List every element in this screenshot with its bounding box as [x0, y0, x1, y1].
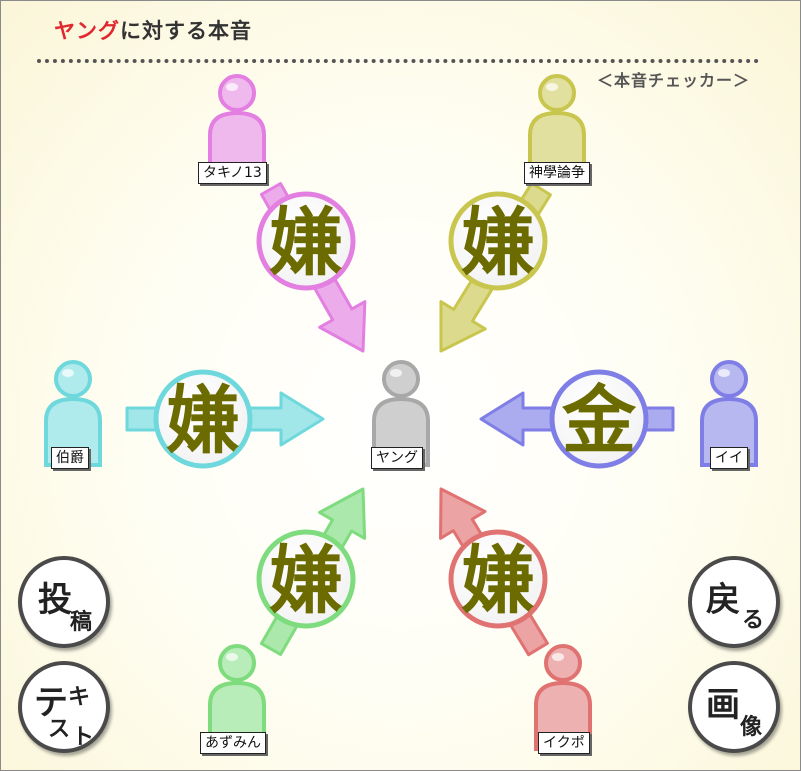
- image-char-1: 画: [706, 685, 740, 725]
- back-char-1: 戻: [706, 580, 740, 620]
- text-char-4: ト: [72, 725, 95, 750]
- emotion-azumin-char: 嫌: [269, 538, 343, 624]
- title-rest: に対する本音: [120, 19, 252, 43]
- text-char-3: ス: [48, 717, 71, 742]
- title-divider: [37, 59, 759, 63]
- back-char-2: る: [742, 608, 765, 633]
- image-char-2: 像: [740, 715, 763, 740]
- emotion-shingaku[interactable]: 嫌: [448, 191, 548, 291]
- user-label-shingaku[interactable]: 神學論争: [524, 162, 590, 184]
- post-char-2: 稿: [70, 610, 93, 635]
- emotion-hakushaku-char: 嫌: [166, 378, 240, 464]
- page-title: ヤングに対する本音: [54, 15, 252, 45]
- emotion-ii-char: 金: [562, 378, 637, 464]
- text-char-1: テ: [34, 683, 68, 723]
- title-name: ヤング: [54, 19, 120, 43]
- text-button[interactable]: テ キ ス ト: [18, 661, 110, 753]
- emotion-takino[interactable]: 嫌: [256, 191, 356, 291]
- emotion-hakushaku[interactable]: 嫌: [153, 369, 253, 469]
- image-button[interactable]: 画 像: [688, 661, 780, 753]
- emotion-ikupo-char: 嫌: [461, 538, 535, 624]
- center-label[interactable]: ヤング: [371, 447, 423, 469]
- user-label-ii[interactable]: イイ: [710, 447, 748, 469]
- emotion-ii[interactable]: 金: [549, 369, 649, 469]
- user-label-azumin[interactable]: あずみん: [200, 732, 266, 754]
- user-label-takino[interactable]: タキノ13: [198, 162, 267, 184]
- post-char-1: 投: [38, 580, 72, 620]
- text-char-2: キ: [68, 685, 91, 710]
- subtitle: ＜本音チェッカー＞: [597, 71, 751, 90]
- emotion-takino-char: 嫌: [269, 200, 343, 286]
- post-button[interactable]: 投 稿: [18, 556, 110, 648]
- user-label-hakushaku[interactable]: 伯爵: [51, 447, 89, 469]
- emotion-azumin[interactable]: 嫌: [256, 529, 356, 629]
- back-button[interactable]: 戻 る: [688, 556, 780, 648]
- emotion-shingaku-char: 嫌: [461, 200, 535, 286]
- user-label-ikupo[interactable]: イクポ: [538, 732, 590, 754]
- emotion-ikupo[interactable]: 嫌: [448, 529, 548, 629]
